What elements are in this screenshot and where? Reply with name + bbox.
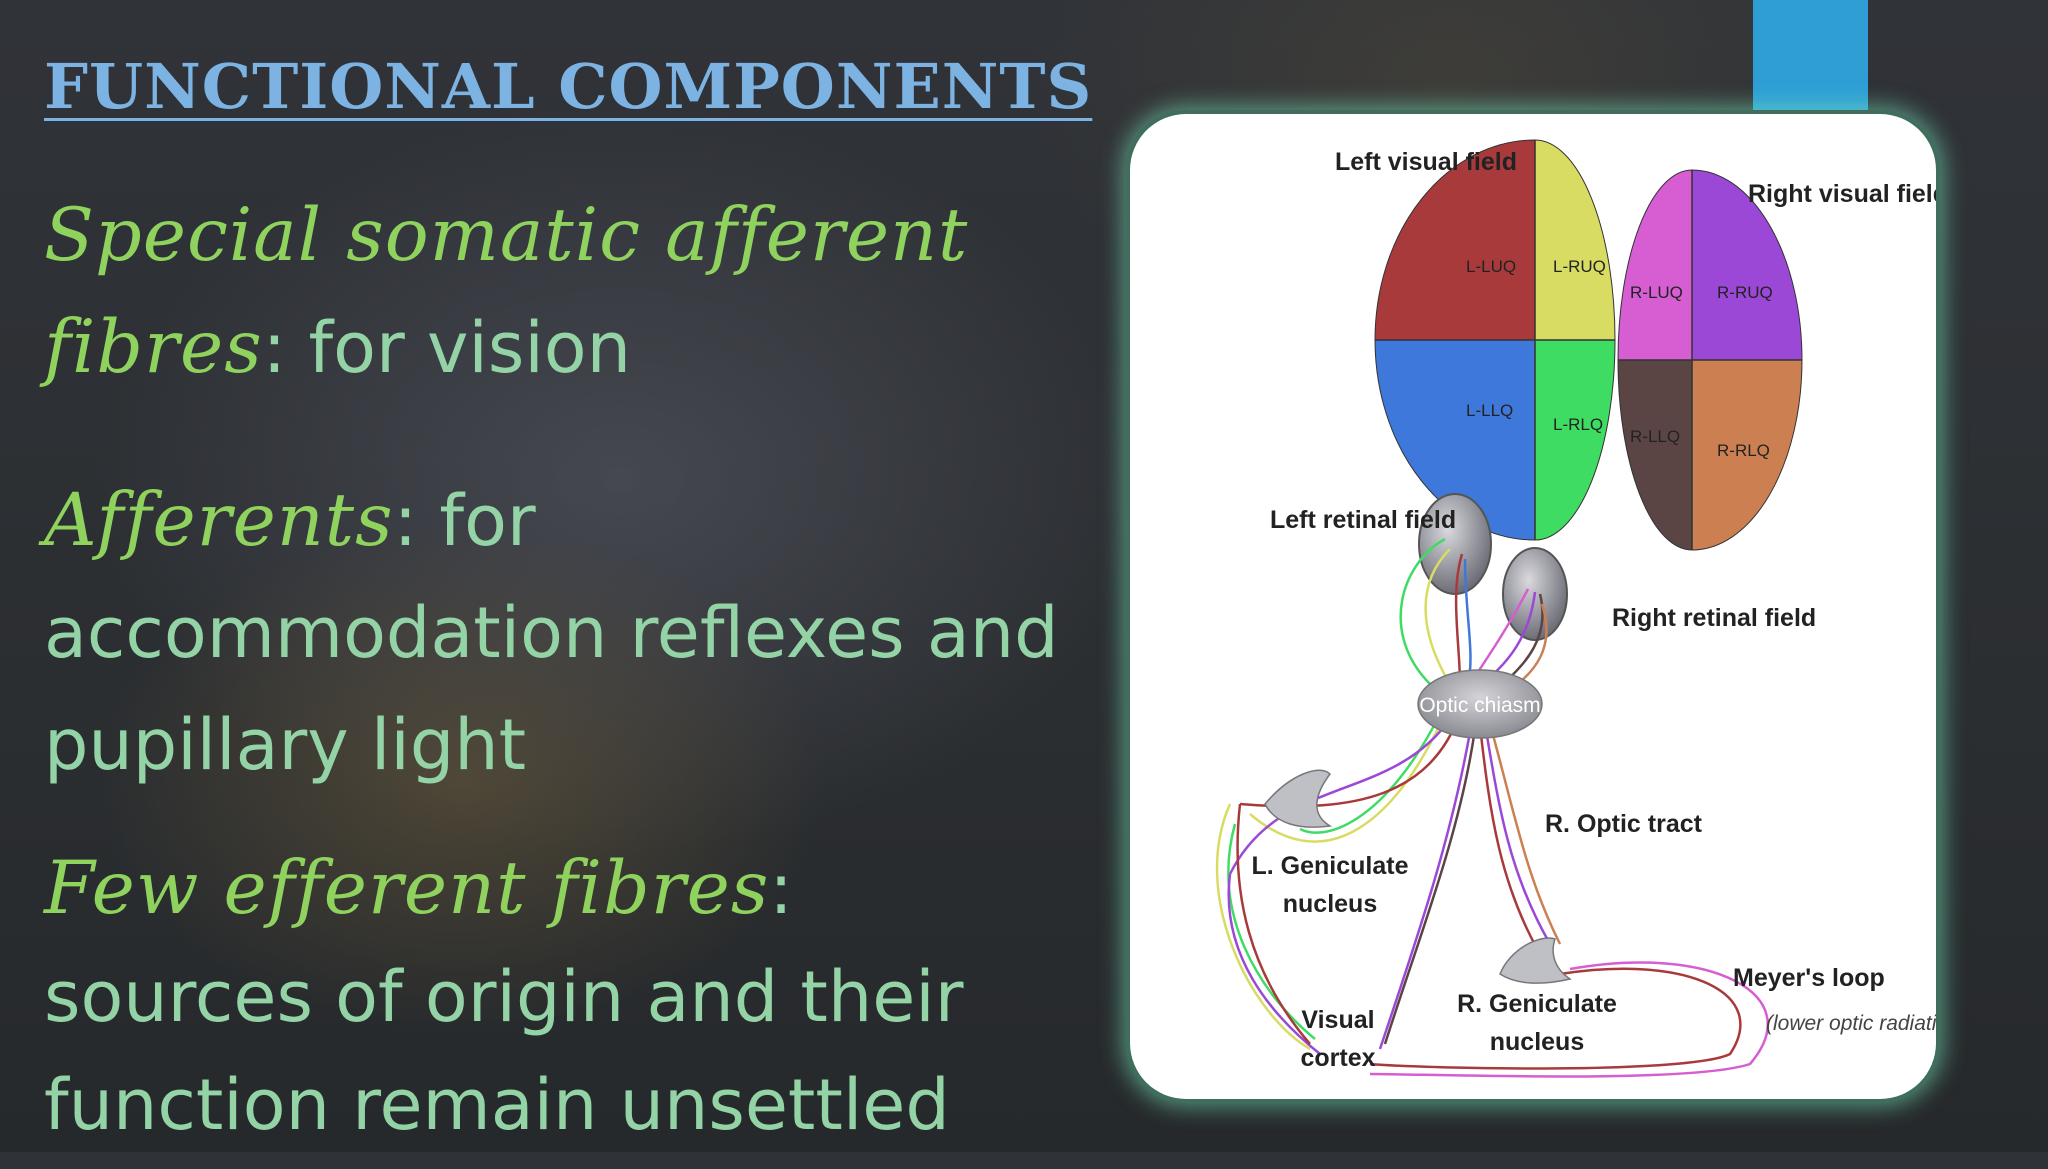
accent-bar — [1753, 0, 1868, 112]
label-visual: Visual — [1301, 1006, 1374, 1034]
right-geniculate-nucleus — [1499, 937, 1572, 984]
bullet-efferent-fibres: Few efferent fibres: sources of origin a… — [44, 845, 1064, 1169]
label-r-luq: R-LUQ — [1630, 283, 1683, 302]
label-r-llq: R-LLQ — [1630, 427, 1680, 446]
quadrant-l-llq — [1374, 339, 1536, 541]
label-right-visual-field: Right visual field — [1748, 180, 1936, 208]
quadrant-r-rlq — [1691, 359, 1803, 551]
label-l-geniculate: L. Geniculate — [1252, 852, 1409, 880]
label-r-geniculate: R. Geniculate — [1457, 990, 1617, 1018]
quadrant-r-luq — [1617, 169, 1693, 361]
label-cortex: cortex — [1300, 1044, 1375, 1072]
slide-title: FUNCTIONAL COMPONENTS — [44, 50, 1093, 123]
left-geniculate-nucleus — [1264, 769, 1333, 828]
quadrant-l-rlq — [1534, 339, 1616, 541]
bullet-special-somatic-afferent: Special somatic afferent fibres: for vis… — [44, 190, 1064, 414]
bullet-afferents: Afferents: for accommodation reflexes an… — [44, 475, 1064, 811]
label-l-llq: L-LLQ — [1466, 401, 1513, 420]
label-lower-optic-radiation: (lower optic radiation) — [1766, 1012, 1936, 1035]
quadrant-r-ruq — [1691, 169, 1803, 361]
label-r-ruq: R-RUQ — [1717, 283, 1773, 302]
left-visual-field-sphere — [1374, 139, 1616, 541]
visual-pathway-image: L-LUQ L-RUQ L-LLQ L-RLQ R-LUQ R-RUQ R-LL… — [1130, 114, 1936, 1099]
label-l-luq: L-LUQ — [1466, 257, 1516, 276]
quadrant-r-llq — [1617, 359, 1693, 551]
label-l-geniculate-nucleus: nucleus — [1283, 890, 1377, 918]
label-meyers-loop: Meyer's loop — [1733, 964, 1885, 992]
quadrant-l-luq — [1374, 139, 1536, 341]
bullet-term: Special somatic afferent fibres — [44, 193, 969, 390]
label-optic-chiasm: Optic chiasm — [1419, 694, 1540, 717]
label-l-ruq: L-RUQ — [1553, 257, 1606, 276]
right-visual-field-sphere — [1617, 169, 1803, 551]
bullet-description: : sources of origin and their function r… — [44, 848, 964, 1146]
visual-pathway-diagram: L-LUQ L-RUQ L-LLQ L-RLQ R-LUQ R-RUQ R-LL… — [1215, 139, 1936, 1078]
bullet-term: Few efferent fibres — [44, 846, 770, 931]
quadrant-l-ruq — [1534, 139, 1616, 341]
label-left-retinal-field: Left retinal field — [1270, 506, 1456, 534]
label-left-visual-field: Left visual field — [1335, 148, 1517, 176]
optic-chiasm — [1417, 669, 1543, 739]
bullet-description: : for accommodation reflexes and pupilla… — [44, 480, 1059, 786]
bullet-term: Afferents — [44, 478, 394, 563]
label-r-rlq: R-RLQ — [1717, 441, 1770, 460]
label-right-retinal-field: Right retinal field — [1612, 604, 1816, 632]
label-r-geniculate-nucleus: nucleus — [1490, 1028, 1584, 1056]
bullet-description: : for vision — [262, 307, 631, 389]
label-r-optic-tract: R. Optic tract — [1545, 810, 1703, 838]
label-l-rlq: L-RLQ — [1553, 415, 1603, 434]
